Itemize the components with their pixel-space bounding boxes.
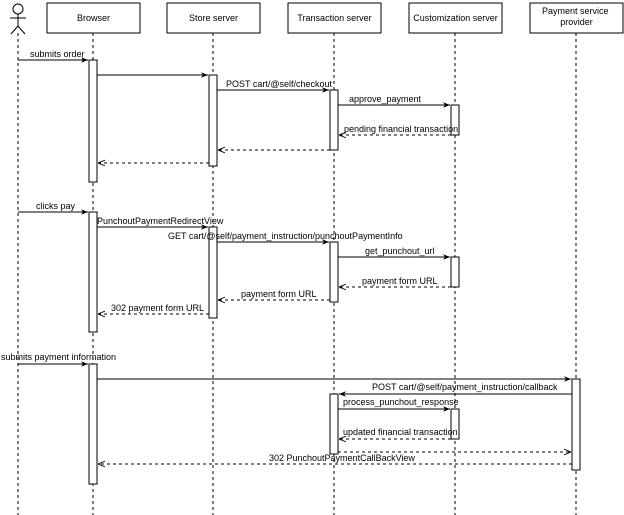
message-get-punchout-payment-info: GET cart/@self/payment_instruction/punch… <box>168 231 403 245</box>
message-label: updated financial transaction <box>343 427 458 437</box>
message-payment-form-url-customization: payment form URL <box>339 276 451 287</box>
participant-label: Transaction server <box>297 13 371 23</box>
activation-bars <box>88 59 581 485</box>
activation-bar-transaction <box>329 393 339 455</box>
activation-bar-transaction <box>329 241 339 303</box>
participant-label: Customization server <box>413 13 498 23</box>
participant-label: Browser <box>77 13 110 23</box>
message-label: approve_payment <box>349 94 422 104</box>
message-approve-payment: approve_payment <box>338 94 450 108</box>
participant-browser: Browser <box>46 2 141 34</box>
messages: submits order POST cart/@self/checkout a… <box>1 49 572 464</box>
message-label: GET cart/@self/payment_instruction/punch… <box>168 231 403 241</box>
message-payment-form-url-transaction: payment form URL <box>218 289 330 300</box>
activation-bar-browser <box>88 211 98 333</box>
message-submits-order: submits order <box>18 49 88 63</box>
participant-label-line-2: provider <box>560 17 593 27</box>
message-label: get_punchout_url <box>365 246 435 256</box>
message-label: process_punchout_response <box>343 397 459 407</box>
participant-label: Payment service provider <box>542 6 611 27</box>
participant-label: Store server <box>189 13 238 23</box>
message-label: 302 PunchoutPaymentCallBackView <box>269 453 415 463</box>
message-302-payment-form-url: 302 payment form URL <box>98 303 209 314</box>
activation-bar-customization <box>450 408 460 440</box>
message-label: pending financial transaction <box>344 124 458 134</box>
activation-bar-browser <box>88 59 98 183</box>
activation-bar-psp <box>571 378 581 471</box>
participant-store: Store server <box>166 2 261 34</box>
activation-bar-transaction <box>329 89 339 151</box>
message-label: PunchoutPaymentRedirectView <box>97 216 224 226</box>
message-post-checkout: POST cart/@self/checkout <box>217 79 333 93</box>
message-label: POST cart/@self/checkout <box>226 79 333 89</box>
message-get-punchout-url: get_punchout_url <box>338 246 450 260</box>
activation-bar-store <box>208 74 218 167</box>
message-pending-financial-transaction: pending financial transaction <box>339 124 458 135</box>
activation-bar-customization <box>450 104 460 136</box>
participant-customization: Customization server <box>408 2 503 34</box>
message-updated-financial-transaction: updated financial transaction <box>339 427 458 439</box>
message-submits-payment-information: submits payment information <box>1 352 116 367</box>
message-label: clicks pay <box>36 201 76 211</box>
message-process-punchout-response: process_punchout_response <box>338 397 459 412</box>
message-label: payment form URL <box>241 289 317 299</box>
participant-label-line-1: Payment service <box>542 6 609 16</box>
participant-psp: Payment service provider <box>529 2 624 34</box>
message-label: submits order <box>30 49 85 59</box>
actor-user-icon <box>10 3 26 35</box>
message-label: payment form URL <box>362 276 438 286</box>
message-label: 302 payment form URL <box>111 303 204 313</box>
activation-bar-customization <box>450 256 460 288</box>
message-punchout-redirect-view: PunchoutPaymentRedirectView <box>97 216 224 230</box>
participant-transaction: Transaction server <box>287 2 382 34</box>
message-label: POST cart/@self/payment_instruction/call… <box>372 382 558 392</box>
activation-bar-store <box>208 226 218 319</box>
activation-bar-browser <box>88 363 98 485</box>
message-302-punchout-callback-view: 302 PunchoutPaymentCallBackView <box>98 453 572 464</box>
message-post-callback: POST cart/@self/payment_instruction/call… <box>339 382 572 397</box>
lifelines <box>17 33 577 515</box>
message-clicks-pay: clicks pay <box>18 201 88 215</box>
message-label: submits payment information <box>1 352 116 362</box>
